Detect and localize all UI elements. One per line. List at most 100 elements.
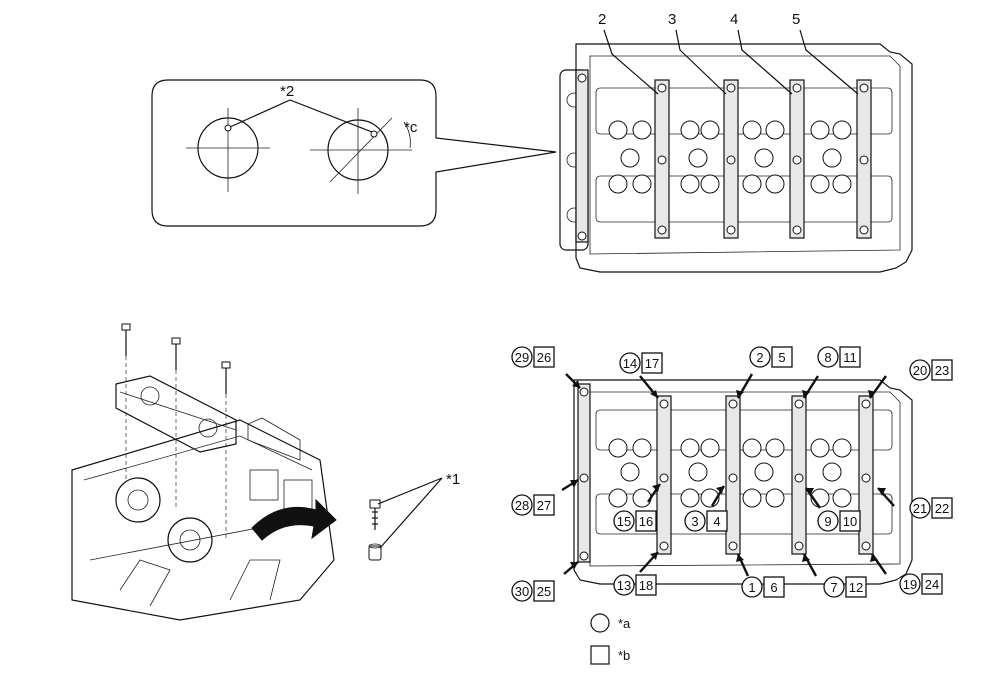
sequence-circle: [817, 510, 839, 532]
sequence-square: [839, 346, 861, 368]
sequence-circle: [619, 352, 641, 374]
sequence-circle-number: 28: [515, 498, 529, 513]
top-callout-5: 5: [792, 11, 800, 28]
legend: *a *b: [590, 613, 631, 665]
sequence-circle: [684, 510, 706, 532]
sequence-square-number: 18: [639, 578, 653, 593]
rotation-arrow: [251, 498, 337, 541]
sequence-square-number: 23: [935, 363, 949, 378]
sequence-square-number: 10: [843, 514, 857, 529]
sequence-circle: [511, 580, 533, 602]
sequence-square-number: 12: [849, 580, 863, 595]
seq-cap-bolts: [579, 387, 871, 561]
sequence-circle-number: 2: [756, 350, 763, 365]
sequence-square: [635, 574, 657, 596]
sequence-square-number: 25: [537, 584, 551, 599]
sequence-circle-number: 3: [691, 514, 698, 529]
seq-arrowheads: [570, 380, 886, 570]
sequence-square: [635, 510, 657, 532]
sequence-square: [845, 576, 867, 598]
sequence-circle-number: 29: [515, 350, 529, 365]
sequence-label-7-12: 7 12: [823, 576, 867, 598]
sequence-square-number: 16: [639, 514, 653, 529]
sequence-circle: [511, 494, 533, 516]
sequence-circle-number: 15: [617, 514, 631, 529]
top-callout-leaders: [603, 29, 859, 95]
sequence-square-number: 5: [778, 350, 785, 365]
callout-1: *1: [446, 471, 460, 488]
sequence-square: [533, 580, 555, 602]
sequence-square: [771, 346, 793, 368]
sequence-square-number: 26: [537, 350, 551, 365]
sequence-head-view: [561, 373, 913, 585]
sequence-circle-number: 13: [617, 578, 631, 593]
sequence-circle: [749, 346, 771, 368]
sequence-circle-number: 19: [903, 577, 917, 592]
sequence-square-number: 24: [925, 577, 939, 592]
inset-label-2: *2: [280, 83, 294, 100]
sequence-label-8-11: 8 11: [817, 346, 861, 368]
top-head-view: 2 3 4 5: [559, 11, 913, 273]
sequence-circle-number: 20: [913, 363, 927, 378]
sequence-circle-number: 30: [515, 584, 529, 599]
sequence-circle: [741, 576, 763, 598]
sequence-square: [931, 359, 953, 381]
iso-bolts: [121, 323, 231, 394]
dowel-pin-inset: *2 *c: [151, 79, 557, 227]
sequence-label-13-18: 13 18: [613, 574, 657, 596]
sequence-label-21-22: 21 22: [909, 497, 953, 519]
sequence-circle: [817, 346, 839, 368]
sequence-square: [706, 510, 728, 532]
top-cap-bolts: [577, 73, 869, 241]
sequence-square: [533, 346, 555, 368]
sequence-circle-number: 1: [748, 580, 755, 595]
top-callout-4: 4: [730, 11, 738, 28]
sequence-square: [533, 494, 555, 516]
top-callout-2: 2: [598, 11, 606, 28]
sequence-circle: [899, 573, 921, 595]
legend-circle-label: *a: [618, 616, 631, 631]
sequence-circle: [613, 510, 635, 532]
sequence-circle: [909, 497, 931, 519]
sequence-circle: [823, 576, 845, 598]
top-callout-3: 3: [668, 11, 676, 28]
sequence-label-28-27: 28 27: [511, 494, 555, 516]
sequence-circle-number: 9: [824, 514, 831, 529]
top-cam-lobes: [608, 120, 852, 194]
sequence-circle: [909, 359, 931, 381]
legend-square-label: *b: [618, 648, 630, 663]
bolt-dowel-detail: *1: [368, 471, 460, 561]
sequence-square-number: 11: [843, 350, 857, 365]
sequence-circle: [511, 346, 533, 368]
sequence-label-30-25: 30 25: [511, 580, 555, 602]
sequence-square-number: 27: [537, 498, 551, 513]
sequence-square-number: 22: [935, 501, 949, 516]
sequence-label-14-17: 14 17: [619, 352, 663, 374]
sequence-label-29-26: 29 26: [511, 346, 555, 368]
sequence-label-9-10: 9 10: [817, 510, 861, 532]
sequence-circle: [613, 574, 635, 596]
sequence-square-number: 6: [770, 580, 777, 595]
sequence-circle-number: 14: [623, 356, 637, 371]
sequence-square: [921, 573, 943, 595]
sequence-square-number: 17: [645, 356, 659, 371]
inset-label-c: *c: [404, 119, 418, 136]
sequence-circle-number: 21: [913, 501, 927, 516]
sequence-square-number: 4: [713, 514, 720, 529]
sequence-square: [641, 352, 663, 374]
sequence-square: [931, 497, 953, 519]
sequence-circle-number: 8: [824, 350, 831, 365]
sequence-square: [839, 510, 861, 532]
legend-circle-symbol: [590, 613, 610, 633]
isometric-engine-view: [71, 323, 337, 621]
legend-square-symbol: [590, 645, 610, 665]
sequence-square: [763, 576, 785, 598]
sequence-circle-number: 7: [830, 580, 837, 595]
